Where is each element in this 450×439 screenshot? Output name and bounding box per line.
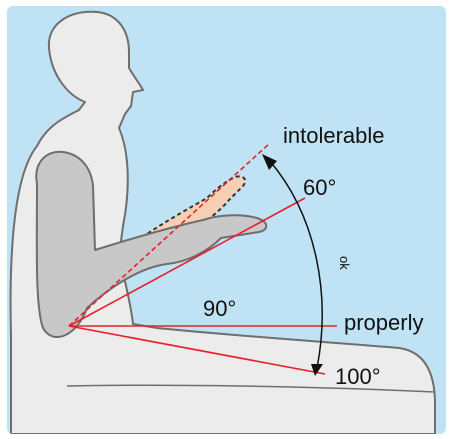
ergonomic-arm-angle-diagram: intolerable 60° ok 90° properly 100° (7, 6, 446, 434)
label-100-degrees: 100° (335, 364, 381, 389)
label-90-degrees: 90° (203, 296, 236, 321)
label-ok-mark: ok (337, 256, 352, 270)
label-properly: properly (344, 310, 423, 335)
diagram-canvas: intolerable 60° ok 90° properly 100° (7, 6, 446, 434)
label-intolerable: intolerable (283, 123, 385, 148)
label-60-degrees: 60° (303, 175, 336, 200)
